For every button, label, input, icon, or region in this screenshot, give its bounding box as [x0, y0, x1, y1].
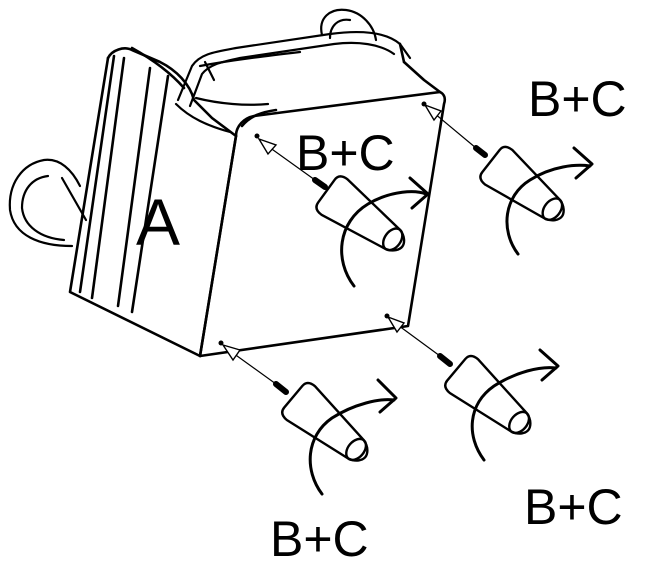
- rotation-arrow-center: [340, 190, 428, 288]
- rotation-arrow-bottom-right: [470, 366, 558, 462]
- front-face: [198, 42, 447, 358]
- screw-center: [257, 137, 430, 288]
- screw-bottom-right: [386, 315, 560, 462]
- screw-label-top-right: B+C: [528, 71, 627, 127]
- part-label-a: A: [136, 185, 180, 259]
- rotation-arrow-top-right: [505, 163, 592, 256]
- hole-top-left: [254, 133, 260, 139]
- arrow-head-bottom-left: [221, 343, 242, 362]
- screw-label-center: B+C: [296, 125, 395, 181]
- bracket: [8, 8, 412, 248]
- screw-label-bottom-right: B+C: [524, 479, 623, 535]
- arrow-head-top-right: [423, 103, 443, 122]
- arrow-head-center: [257, 137, 278, 156]
- screw-bottom-left: [221, 343, 398, 496]
- arrow-head-bottom-right: [386, 315, 406, 334]
- rotation-arrow-bottom-left: [308, 398, 396, 496]
- screw-label-bottom-left: B+C: [270, 511, 369, 562]
- screw-top-right: [423, 103, 594, 256]
